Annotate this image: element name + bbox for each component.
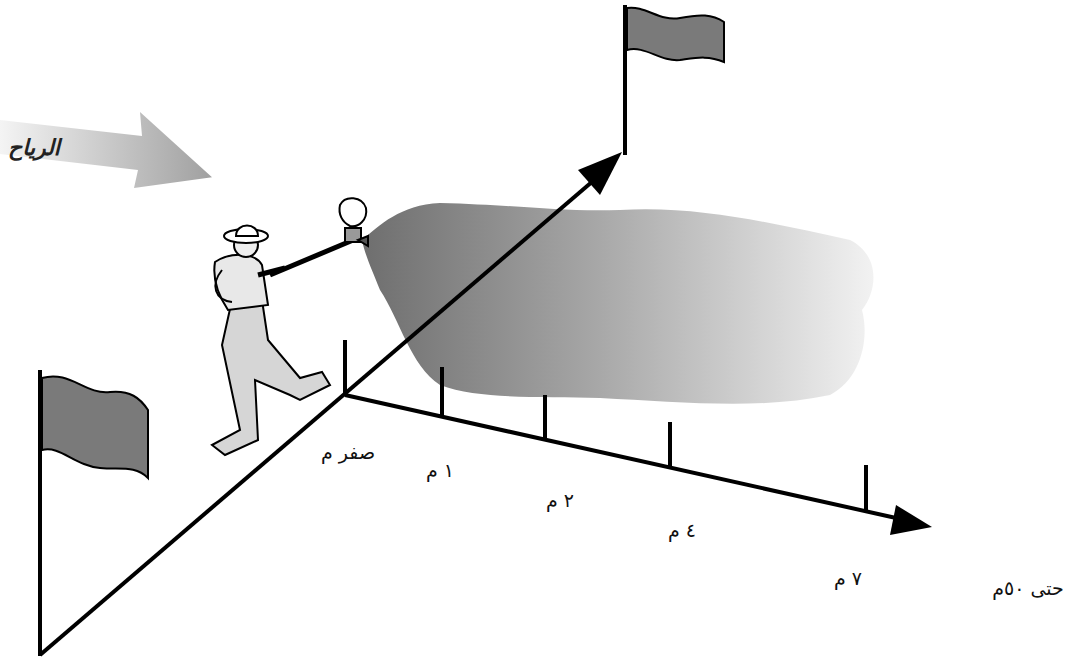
sprayer-person	[212, 198, 368, 455]
distance-label: ٧ م	[834, 567, 862, 589]
arrowhead	[890, 505, 932, 535]
arrowhead	[578, 152, 622, 195]
wind-arrow: الرياح	[0, 112, 212, 188]
flag	[42, 376, 148, 478]
distance-label: ٢ م	[546, 489, 574, 511]
distance-label: ٤ م	[668, 519, 696, 541]
distance-axis	[345, 395, 905, 520]
distance-label: حتى ٥٠م	[992, 577, 1064, 599]
distance-label: ١ م	[426, 459, 454, 481]
wind-label: الرياح	[8, 135, 60, 160]
distance-label: صفر م	[321, 441, 375, 463]
axis-ticks	[345, 340, 866, 512]
spray-cloud	[362, 203, 873, 404]
flag	[627, 8, 724, 62]
walking-line	[40, 175, 600, 655]
